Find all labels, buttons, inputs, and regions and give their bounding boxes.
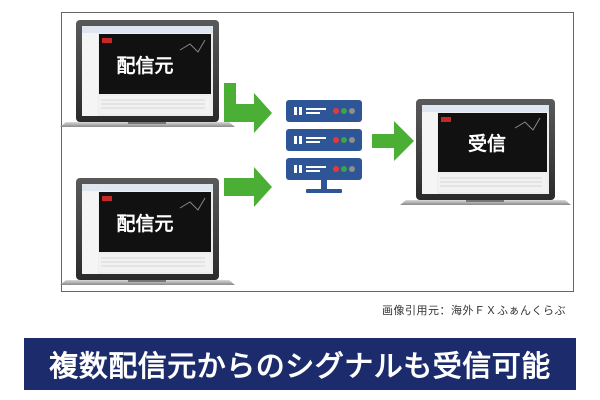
caption-banner: 複数配信元からのシグナルも受信可能 [24,338,576,390]
arrow-icon [224,83,272,133]
laptop-sender-top: 配信元 [60,20,235,127]
laptop-icon [60,20,235,127]
arrow-icon [224,167,272,207]
laptop-sender-bottom: 配信元 [60,178,235,285]
sender-bottom-label: 配信元 [116,212,173,235]
server-rack-icon [286,100,362,193]
image-credit: 画像引用元：海外ＦＸふぁんくらぶ [382,304,566,317]
sender-top-label: 配信元 [116,54,173,77]
laptop-icon [400,99,571,205]
arrow-icon [372,121,414,161]
caption-text: 複数配信元からのシグナルも受信可能 [49,349,551,383]
receiver-label: 受信 [468,132,506,155]
laptop-icon [60,178,235,285]
laptop-receiver: 受信 [400,99,571,205]
